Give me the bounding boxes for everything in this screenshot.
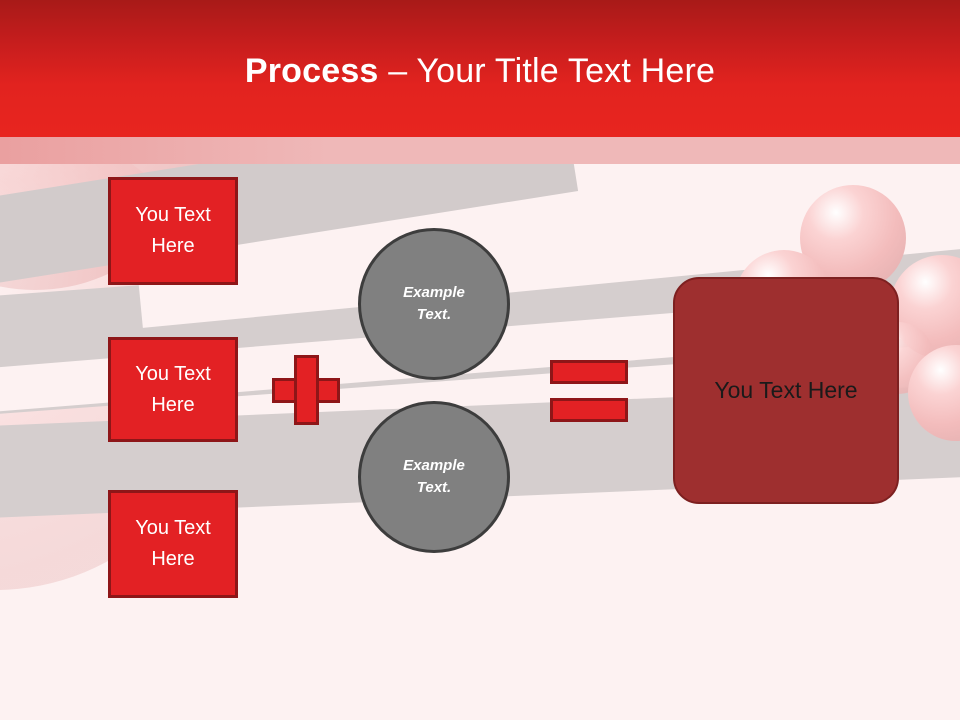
equals-icon-bottom-bar (550, 398, 628, 422)
input-box-1-label: You Text Here (135, 204, 211, 257)
example-circle-2-line2: Text. (416, 479, 452, 496)
page-title: Process – Your Title Text Here (0, 50, 960, 92)
input-box-3[interactable]: You Text Here (108, 490, 238, 598)
example-circle-1-line1: Example (403, 284, 465, 301)
result-box-label: You Text Here (714, 377, 858, 403)
example-circle-1-line2: Text. (416, 306, 452, 323)
input-box-1[interactable]: You Text Here (108, 177, 238, 285)
plus-icon-center-fill (297, 381, 316, 400)
input-box-3-label: You Text Here (135, 517, 211, 570)
example-circle-2[interactable]: Example Text. (358, 401, 510, 553)
plus-icon (272, 355, 340, 425)
input-box-2-label: You Text Here (135, 362, 211, 416)
example-circle-1[interactable]: Example Text. (358, 228, 510, 380)
example-circle-1-label: Example Text. (403, 282, 465, 326)
example-circle-2-line1: Example (403, 457, 465, 474)
equals-icon-top-bar (550, 360, 628, 384)
input-box-2[interactable]: You Text Here (108, 337, 238, 442)
equals-icon (550, 360, 628, 422)
page-title-bold: Process (244, 52, 379, 90)
title-accent-strip-fade (0, 137, 330, 164)
example-circle-2-label: Example Text. (403, 455, 465, 499)
title-bar: Process – Your Title Text Here (0, 0, 960, 137)
page-title-regular: – Your Title Text Here (378, 52, 716, 90)
result-box[interactable]: You Text Here (673, 277, 899, 504)
